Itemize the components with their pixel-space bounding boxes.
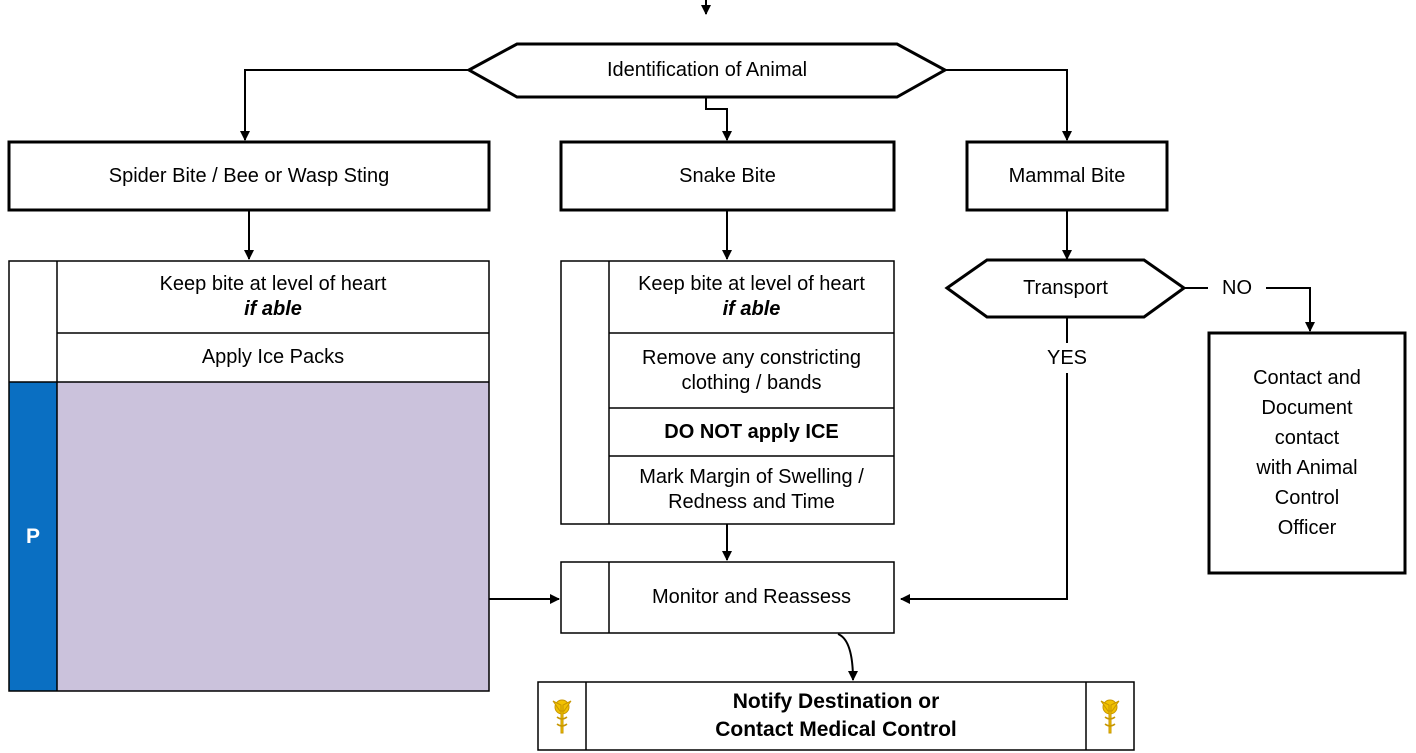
spider-step-ice: Apply Ice Packs (201, 346, 345, 368)
monitor-box (560, 561, 895, 634)
transport-label: Transport (1023, 277, 1108, 299)
identification-node (465, 42, 949, 99)
monitor-label: Monitor and Reassess (652, 586, 851, 608)
notify-line-2: Contact Medical Control (715, 718, 957, 741)
no-label: NO (1222, 276, 1252, 299)
snake-label: Snake Bite (679, 164, 776, 187)
spider-label: Spider Bite / Bee or Wasp Sting (108, 164, 390, 187)
contact-line-5: Control (1274, 487, 1340, 509)
snake-remove-line-2: clothing / bands (681, 371, 822, 394)
contact-line-1: Contact and (1253, 367, 1361, 389)
identification-label: Identification of Animal (606, 59, 808, 81)
spider-if-able-text: if able (244, 298, 302, 320)
snake-step-mark: Mark Margin of Swelling / Redness and Ti… (609, 456, 894, 524)
snake-step-remove: Remove any constricting clothing / bands (609, 333, 894, 408)
spider-step-keep-level: Keep bite at level of heart if able (57, 261, 489, 333)
arrow-to-spider (240, 69, 469, 141)
arrow-monitor-to-notify (837, 633, 858, 681)
notify-label: Notify Destination or Contact Medical Co… (586, 682, 1086, 750)
spider-keep-level-text: Keep bite at level of heart (159, 273, 387, 295)
contact-line-3: contact (1274, 427, 1340, 449)
contact-officer-label: Contact and Document contact with Animal… (1209, 333, 1405, 573)
snake-remove-line-1: Remove any constricting (642, 346, 861, 369)
transport-decision (944, 258, 1187, 319)
paramedic-tag: P (25, 525, 40, 548)
arrow-to-mammal (945, 69, 1072, 141)
arrow-to-snake (705, 97, 732, 141)
yes-label: YES (1046, 346, 1088, 369)
snake-mark-line-2: Redness and Time (668, 491, 835, 513)
mammal-label: Mammal Bite (1008, 164, 1126, 187)
contact-line-2: Document (1261, 397, 1353, 419)
snake-mark-line-1: Mark Margin of Swelling / (639, 466, 864, 488)
contact-officer-box (1207, 331, 1407, 575)
snake-step-no-ice: DO NOT apply ICE (664, 420, 839, 443)
paramedic-fill (57, 382, 489, 691)
notify-line-1: Notify Destination or (732, 690, 940, 713)
paramedic-bar (9, 382, 57, 691)
arrow-no (1184, 287, 1310, 331)
notify-box (537, 681, 1135, 751)
snake-box (559, 140, 896, 212)
mammal-box (965, 140, 1169, 212)
contact-line-4: with Animal (1256, 457, 1358, 479)
snake-keep-level-text: Keep bite at level of heart (638, 273, 865, 295)
snake-step-keep-level: Keep bite at level of heart if able (609, 261, 894, 333)
contact-line-6: Officer (1277, 517, 1337, 539)
spider-box (7, 140, 491, 212)
snake-if-able-text: if able (722, 298, 781, 320)
arrow-yes-2 (900, 373, 1068, 604)
